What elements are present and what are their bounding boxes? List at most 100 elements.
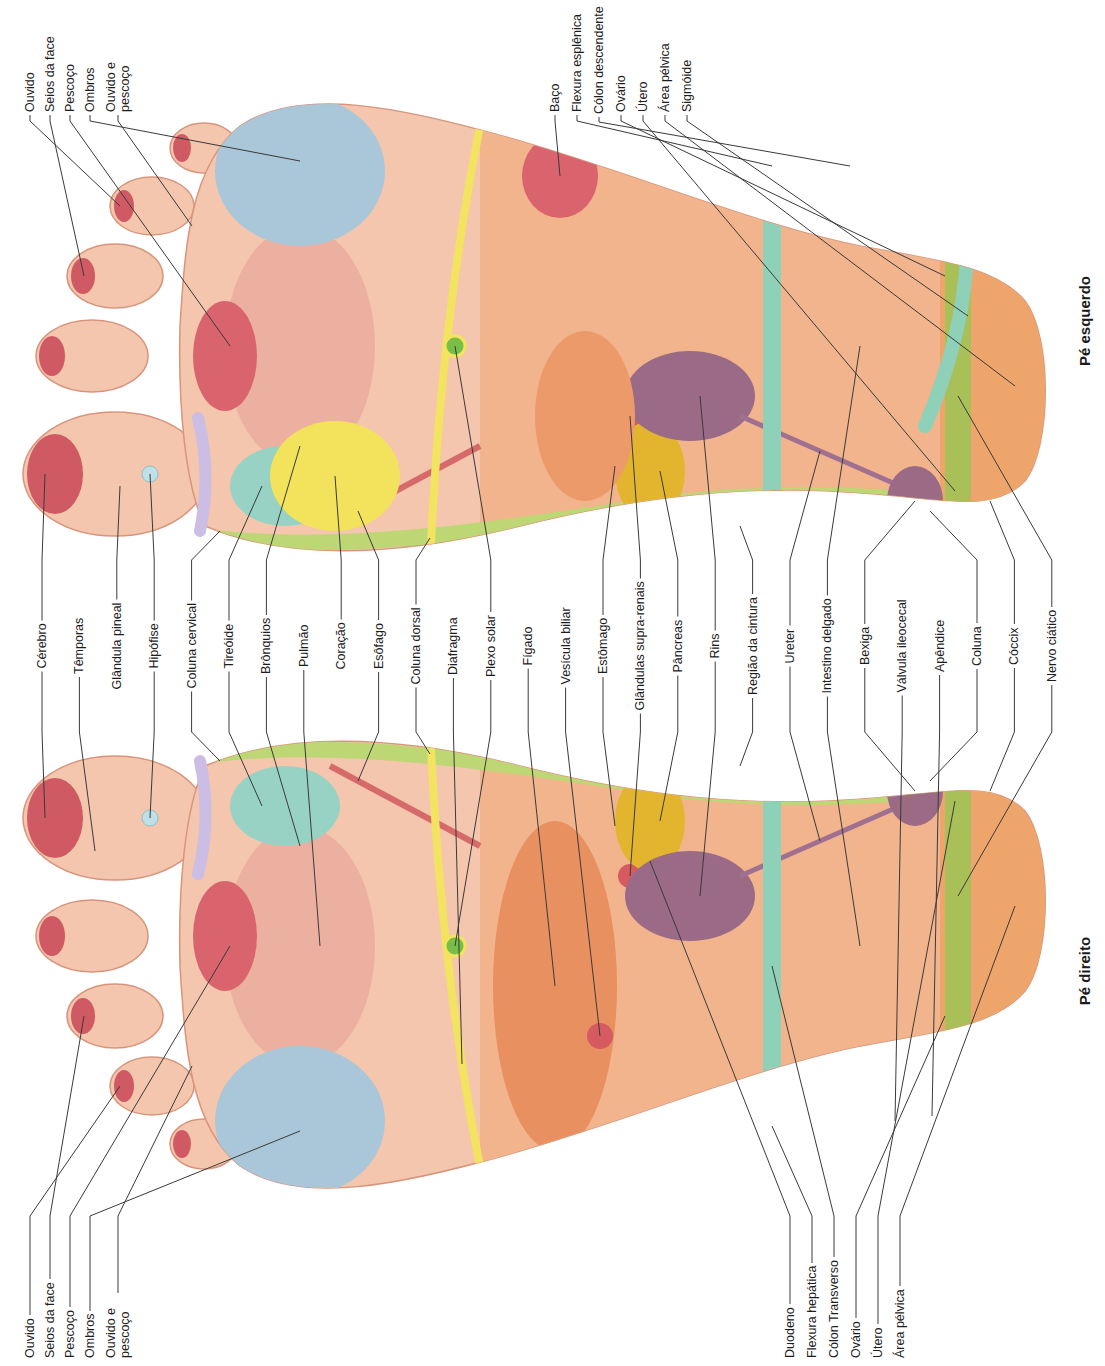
organ-label: Esôfago	[372, 623, 386, 669]
leader-line	[70, 946, 230, 1307]
leader-line	[740, 698, 753, 766]
leader-line	[90, 1131, 300, 1311]
organ-label: Área pélvica	[658, 43, 672, 112]
organ-label: Útero	[636, 81, 650, 112]
leader-line	[603, 677, 615, 826]
leader-line	[603, 466, 615, 615]
organ-label: Ovário	[614, 75, 628, 112]
organ-label: Glândulas supra-renais	[633, 581, 647, 710]
leader-line	[930, 669, 977, 781]
leader-line	[790, 667, 820, 842]
leader-line	[192, 692, 220, 762]
leader-line	[700, 396, 715, 631]
organ-label: Coração	[334, 622, 348, 669]
organ-label: Seios da face	[43, 36, 57, 112]
organ-label: Pâncreas	[671, 620, 685, 673]
leader-line	[660, 471, 678, 617]
organ-label: Brônquios	[259, 618, 273, 674]
leader-line	[528, 669, 555, 987]
organ-label: Coluna dorsal	[409, 607, 423, 684]
organ-label: Cólon Transverso	[827, 1260, 841, 1358]
organ-label: Nervo ciático	[1045, 610, 1059, 682]
organ-label: Duodeno	[783, 1307, 797, 1358]
leader-line	[790, 451, 820, 626]
leader-line	[772, 966, 834, 1257]
leader-line	[827, 346, 860, 596]
leader-line	[990, 668, 1014, 791]
organ-label: Hipófise	[147, 623, 161, 668]
leader-line	[42, 474, 45, 621]
leader-line	[932, 675, 940, 1116]
organ-label: Ouvido	[23, 72, 37, 112]
foot-title: Pé esquerdo	[1074, 272, 1095, 370]
organ-label: Sigmóide	[680, 60, 694, 112]
organ-label: Seios da face	[43, 1282, 57, 1358]
organ-label: Região da cintura	[746, 597, 760, 695]
leader-line	[930, 511, 977, 623]
leader-line	[266, 446, 300, 615]
organ-label: Útero	[871, 1327, 885, 1358]
leader-line	[50, 115, 84, 276]
leader-line	[958, 396, 1052, 607]
leader-line	[229, 486, 262, 621]
leader-line	[150, 672, 154, 819]
leader-line	[566, 688, 600, 1037]
leader-line	[621, 115, 945, 276]
leader-line	[660, 676, 678, 822]
organ-label: Flexura hepática	[805, 1266, 819, 1358]
leader-line	[740, 526, 753, 594]
leader-line	[630, 416, 640, 579]
organ-label: Área pélvica	[893, 1289, 907, 1358]
organ-label: Tireóide	[222, 624, 236, 669]
leader-line	[453, 678, 462, 1064]
organ-label: Ouvido e pescoço	[104, 1296, 133, 1358]
organ-label: Estômago	[596, 618, 610, 674]
organ-label: Pescoço	[63, 64, 77, 112]
leader-line	[416, 688, 430, 755]
organ-label: Glândula pineal	[110, 603, 124, 690]
leader-line	[630, 714, 640, 877]
leader-line	[30, 1086, 120, 1315]
leader-line	[70, 115, 230, 346]
organ-label: Válvula ileocecal	[895, 599, 909, 692]
leader-line	[555, 115, 560, 176]
leader-line	[878, 801, 955, 1324]
leader-line	[335, 476, 341, 620]
leader-line	[150, 474, 154, 621]
organ-label: Ombros	[83, 1314, 97, 1358]
leader-line	[958, 685, 1052, 896]
leader-line	[79, 677, 95, 851]
organ-label: Bexiga	[858, 627, 872, 665]
leader-line	[266, 677, 300, 846]
organ-label: Intestino delgado	[820, 598, 834, 693]
organ-label: Flexura esplênica	[570, 14, 584, 112]
organ-label: Cóccix	[1007, 627, 1021, 665]
leader-line	[118, 1066, 192, 1293]
organ-label: Coluna cervical	[185, 603, 199, 688]
leader-line	[990, 501, 1014, 624]
leader-line	[117, 486, 120, 600]
organ-label: Cérebro	[35, 623, 49, 668]
organ-label: Apêndice	[933, 620, 947, 672]
leader-line	[416, 538, 430, 605]
organ-label: Diafragma	[446, 617, 460, 675]
leader-line	[358, 672, 379, 781]
leader-line	[599, 117, 850, 166]
leader-line	[900, 906, 1015, 1286]
leader-line	[229, 672, 262, 807]
leader-line	[643, 115, 955, 491]
leader-line	[665, 115, 1015, 386]
leader-line	[50, 1016, 84, 1279]
leader-line	[42, 672, 45, 819]
organ-label: Ovário	[849, 1321, 863, 1358]
leader-line	[358, 511, 379, 620]
leader-line	[118, 115, 192, 226]
foot-title: Pé direito	[1074, 933, 1095, 1009]
organ-label: Vesícula biliar	[559, 607, 573, 684]
leader-line	[650, 861, 790, 1304]
leader-line	[700, 662, 715, 897]
leader-line	[687, 115, 968, 316]
organ-label: Pescoço	[63, 1310, 77, 1358]
organ-label: Coluna	[970, 626, 984, 666]
